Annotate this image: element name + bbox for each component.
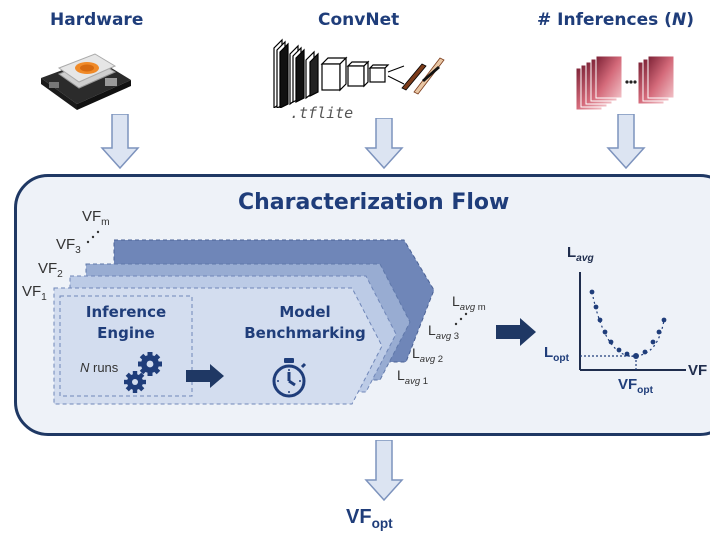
lavg-m-label: Lavg m (452, 293, 486, 313)
latency-curve (591, 291, 665, 357)
model-benchmarking-title: Model Benchmarking (244, 303, 366, 342)
curve-point (593, 304, 599, 310)
gears-icon (124, 352, 162, 393)
lavg-1-label: Lavg 1 (397, 367, 429, 387)
plot-x-label: VF (688, 362, 708, 379)
output-down-arrow (364, 440, 404, 502)
plot-opt-y-label: Lopt (544, 344, 570, 364)
convnet-architecture-image (273, 38, 445, 108)
inference-engine-title: Inference Engine (85, 303, 167, 342)
curve-point (608, 339, 614, 345)
curve-point (624, 351, 630, 357)
curve-point (602, 329, 608, 335)
lavg-ellipsis-dots (454, 312, 468, 326)
latency-vs-vf-plot (579, 272, 686, 371)
curve-point (650, 339, 656, 345)
vf-m-label: VFm (82, 208, 110, 228)
hardware-down-arrow (100, 114, 140, 170)
flow-title: Characterization Flow (238, 190, 510, 215)
lavg-2-label: Lavg 2 (412, 345, 444, 365)
inferences-suffix: ) (686, 10, 694, 30)
vf-ellipsis-dots (86, 230, 100, 244)
plot-opt-x-label: VFopt (618, 376, 654, 396)
curve-point (642, 349, 648, 355)
convnet-down-arrow (364, 118, 404, 170)
n-runs-label: N runs (80, 360, 119, 375)
optimum-point (633, 353, 639, 359)
to-plot-arrow (496, 318, 536, 346)
inference-images-icon (575, 56, 675, 111)
convnet-label: ConvNet (318, 10, 400, 30)
curve-point (656, 329, 662, 335)
inferences-n: N (671, 10, 687, 30)
curve-point (661, 317, 667, 323)
vf-1-label: VF1 (22, 283, 47, 303)
vf-3-label: VF3 (56, 236, 81, 256)
inferences-label: # Inferences (N) (537, 10, 694, 30)
inferences-down-arrow (606, 114, 646, 170)
lavg-3-label: Lavg 3 (428, 322, 460, 342)
curve-point (616, 347, 622, 353)
inferences-prefix: # Inferences ( (537, 10, 672, 30)
curve-point (589, 289, 595, 295)
stopwatch-icon (272, 358, 307, 398)
output-vf-opt-label: VFopt (346, 506, 393, 531)
tflite-label: .tflite (290, 104, 354, 122)
vf-2-label: VF2 (38, 260, 63, 280)
hardware-label: Hardware (50, 10, 144, 30)
inference-engine-box (59, 295, 193, 397)
engine-to-benchmark-arrow (186, 364, 224, 388)
plot-y-label: Lavg (567, 244, 594, 264)
curve-point (597, 317, 603, 323)
hardware-board-image (41, 53, 131, 110)
